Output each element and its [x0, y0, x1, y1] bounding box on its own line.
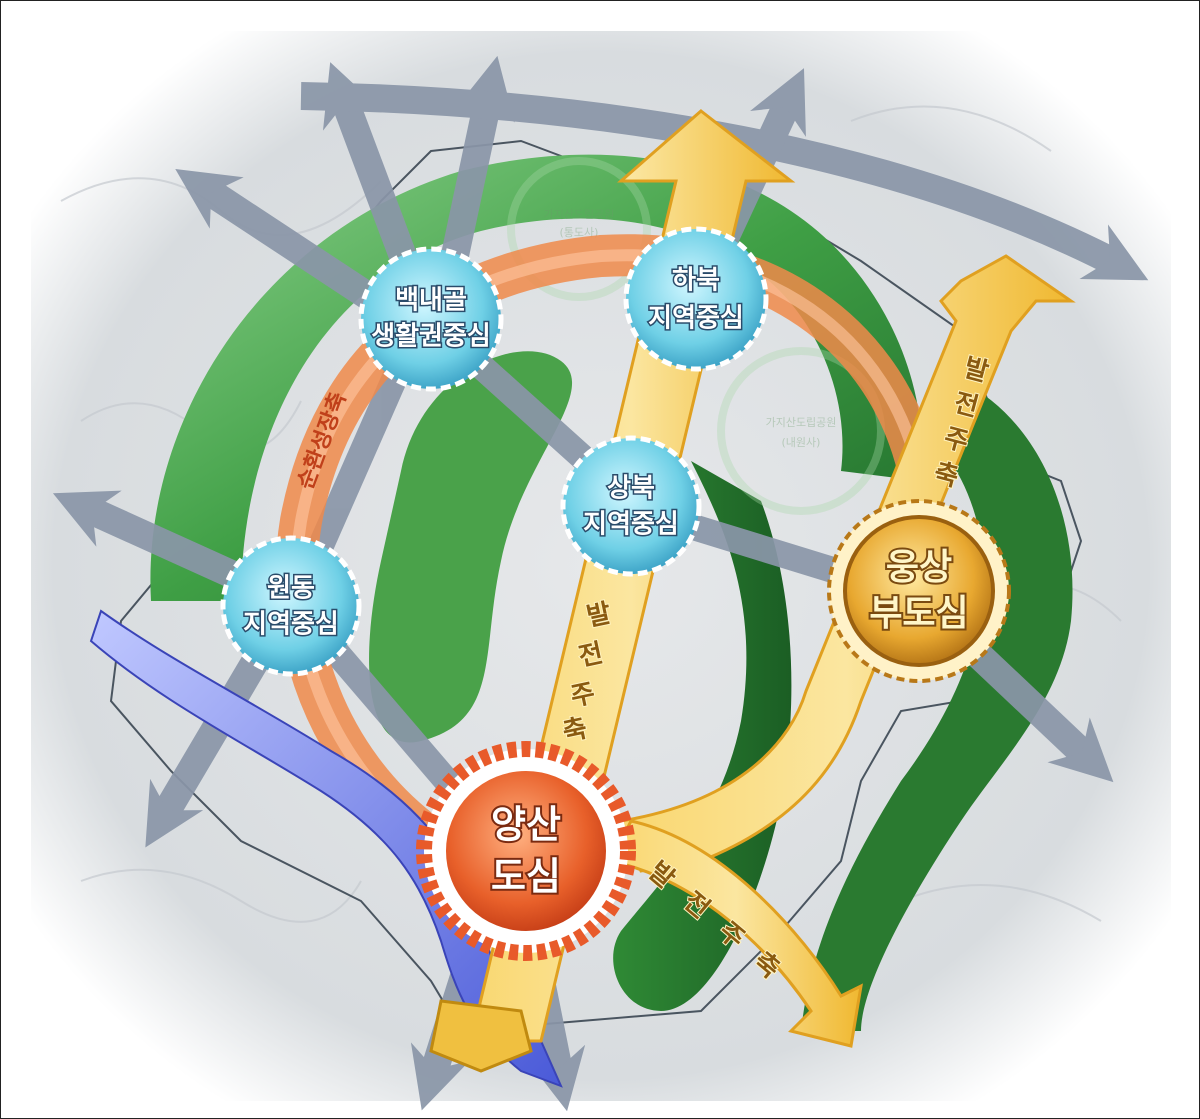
- main-center-line1: 양산: [491, 803, 561, 847]
- node-middle-line1: 상북: [607, 474, 655, 504]
- main-center: 양산 도심: [424, 749, 628, 953]
- node-living-center: 백내골 생활권중심: [361, 249, 501, 389]
- park-label-right-1: 가지산도립공원: [766, 416, 837, 429]
- main-center-line2: 도심: [491, 855, 561, 899]
- node-west-line2: 지역중심: [243, 610, 339, 640]
- node-north-line1: 하북: [672, 266, 720, 296]
- node-north-line2: 지역중심: [648, 304, 744, 334]
- node-middle-line2: 지역중심: [583, 510, 679, 540]
- park-label-upper-1: 가지산도립공원: [544, 208, 615, 221]
- sub-center-line1: 웅상: [886, 547, 952, 588]
- node-middle-center: 상북 지역중심: [563, 438, 699, 574]
- park-label-right-2: (내원사): [782, 436, 821, 449]
- node-north-center: 하북 지역중심: [626, 229, 766, 369]
- node-west-center: 원동 지역중심: [223, 538, 359, 674]
- sub-center-line2: 부도심: [869, 593, 968, 634]
- node-west-line1: 원동: [267, 574, 315, 604]
- node-living-line1: 백내골: [395, 286, 467, 316]
- sub-center: 웅상 부도심: [829, 501, 1009, 681]
- node-living-line2: 생활권중심: [371, 322, 491, 352]
